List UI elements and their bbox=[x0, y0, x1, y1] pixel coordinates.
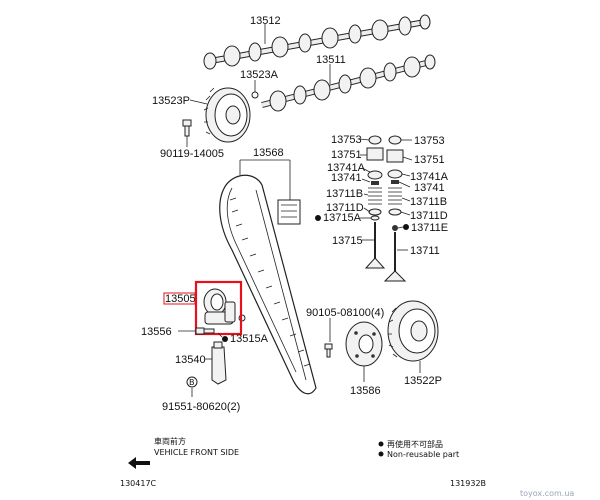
label-13556: 13556 bbox=[141, 326, 172, 338]
label-13505: 13505 bbox=[165, 293, 196, 305]
label-13741-left: 13741 bbox=[331, 172, 362, 184]
diagram-code-left: 130417C bbox=[120, 479, 157, 488]
label-13741-right: 13741 bbox=[414, 182, 445, 194]
label-90105-08100: 90105-08100(4) bbox=[306, 307, 384, 319]
valve-stack-left[interactable] bbox=[364, 135, 386, 269]
direction-en: VEHICLE FRONT SIDE bbox=[154, 448, 239, 457]
pulley-bolt[interactable] bbox=[182, 119, 192, 137]
damper-bolt-icon[interactable]: B bbox=[186, 376, 198, 388]
label-13515A: 13515A bbox=[230, 333, 269, 345]
label-highlight bbox=[163, 292, 196, 305]
camshaft-upper[interactable] bbox=[203, 14, 431, 70]
label-13711: 13711 bbox=[410, 245, 440, 257]
legend-reuse-jp: 再使用不可部品 bbox=[387, 439, 443, 449]
label-13523P: 13523P bbox=[152, 95, 190, 107]
tensioner-damper[interactable] bbox=[211, 341, 227, 385]
label-13751-left: 13751 bbox=[331, 149, 362, 161]
non-reusable-dot bbox=[315, 215, 321, 221]
label-91551-80620: 91551-80620(2) bbox=[162, 401, 240, 413]
label-13711B-left: 13711B bbox=[326, 188, 363, 200]
label-13741A-left: 13741A bbox=[327, 162, 366, 174]
direction-jp: 車両前方 bbox=[154, 436, 186, 446]
camshaft-lower[interactable] bbox=[261, 54, 436, 112]
label-13523A: 13523A bbox=[240, 69, 279, 81]
crank-pulley-plate[interactable] bbox=[345, 321, 383, 367]
legend-reuse-en: Non-reusable part bbox=[387, 450, 459, 459]
watermark: toyox.com.ua bbox=[520, 489, 574, 498]
label-13711D-right: 13711D bbox=[410, 210, 448, 222]
label-13715A: 13715A bbox=[323, 212, 362, 224]
non-reusable-dot bbox=[222, 336, 228, 342]
label-90119-14005: 90119-14005 bbox=[160, 148, 224, 160]
label-13522P: 13522P bbox=[404, 375, 442, 387]
valve-stack-right[interactable] bbox=[383, 135, 407, 282]
plug-13523A[interactable] bbox=[251, 91, 259, 99]
legend-dot bbox=[378, 451, 384, 457]
label-13511: 13511 bbox=[316, 54, 346, 66]
tensioner-bolt[interactable] bbox=[195, 327, 215, 335]
front-arrow-icon bbox=[128, 457, 150, 469]
label-13753-right: 13753 bbox=[414, 135, 445, 147]
label-13540: 13540 bbox=[175, 354, 206, 366]
label-13751-right: 13751 bbox=[414, 154, 445, 166]
legend-dot bbox=[378, 441, 384, 447]
pulley-mount-bolt[interactable] bbox=[324, 343, 333, 358]
timing-belt[interactable] bbox=[219, 174, 317, 395]
label-13715: 13715 bbox=[332, 235, 363, 247]
svg-text:B: B bbox=[189, 378, 195, 387]
label-13711E: 13711E bbox=[411, 222, 448, 234]
label-13711B-right: 13711B bbox=[410, 196, 447, 208]
label-13711D-left: 13711D bbox=[326, 202, 364, 214]
diagram-code-right: 131932B bbox=[450, 479, 486, 488]
non-reusable-dot bbox=[403, 224, 409, 230]
label-13512: 13512 bbox=[250, 15, 281, 27]
label-13586: 13586 bbox=[350, 385, 381, 397]
label-13568: 13568 bbox=[253, 147, 284, 159]
tensioner-pulley[interactable] bbox=[203, 288, 246, 325]
camshaft-pulley[interactable] bbox=[203, 87, 251, 143]
crankshaft-pulley[interactable] bbox=[387, 300, 439, 362]
belt-detail bbox=[277, 199, 301, 225]
label-13753-left: 13753 bbox=[331, 134, 362, 146]
label-13741A-right: 13741A bbox=[410, 171, 449, 183]
